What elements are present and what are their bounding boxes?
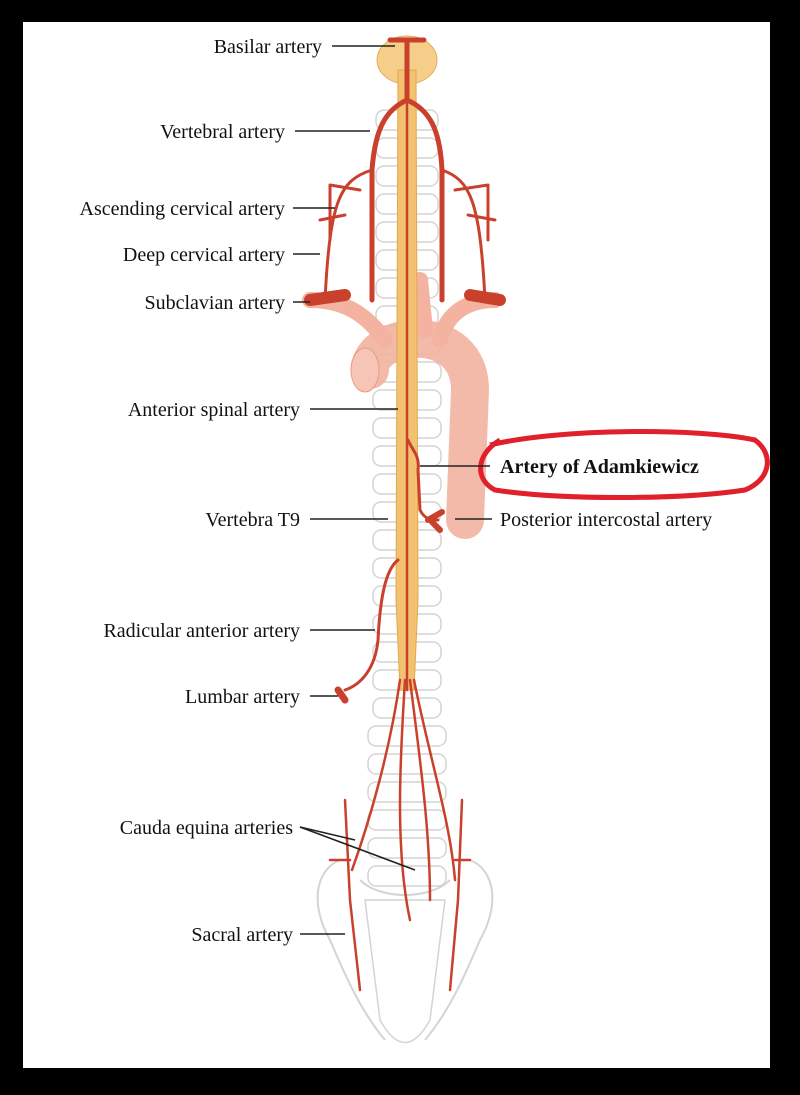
label-lumbar-artery: Lumbar artery bbox=[185, 686, 300, 708]
vertebra bbox=[367, 753, 447, 775]
label-anterior-spinal-artery: Anterior spinal artery bbox=[128, 399, 300, 421]
vertebra bbox=[367, 725, 447, 747]
vertebra bbox=[372, 697, 442, 719]
sacrum bbox=[364, 899, 446, 1044]
label-vertebral-artery: Vertebral artery bbox=[160, 121, 285, 143]
aorta-cut-end bbox=[350, 347, 380, 393]
vertebra bbox=[367, 837, 447, 859]
label-ascending-cervical-artery: Ascending cervical artery bbox=[80, 198, 285, 220]
arteries bbox=[304, 37, 506, 992]
label-deep-cervical-artery: Deep cervical artery bbox=[123, 244, 285, 266]
label-artery-of-adamkiewicz: Artery of Adamkiewicz bbox=[500, 456, 699, 478]
vertebra bbox=[367, 865, 447, 887]
leader-lines bbox=[293, 45, 492, 935]
label-radicular-anterior-artery: Radicular anterior artery bbox=[103, 620, 300, 642]
highlight-circle bbox=[478, 429, 770, 500]
label-sacral-artery: Sacral artery bbox=[191, 924, 293, 946]
label-vertebra-t9: Vertebra T9 bbox=[205, 509, 300, 531]
vertebra bbox=[367, 781, 447, 803]
label-basilar-artery: Basilar artery bbox=[214, 36, 322, 58]
label-subclavian-artery: Subclavian artery bbox=[145, 292, 286, 314]
vertebra bbox=[367, 809, 447, 831]
label-cauda-equina-arteries: Cauda equina arteries bbox=[120, 817, 293, 839]
label-posterior-intercostal-artery: Posterior intercostal artery bbox=[500, 509, 712, 531]
